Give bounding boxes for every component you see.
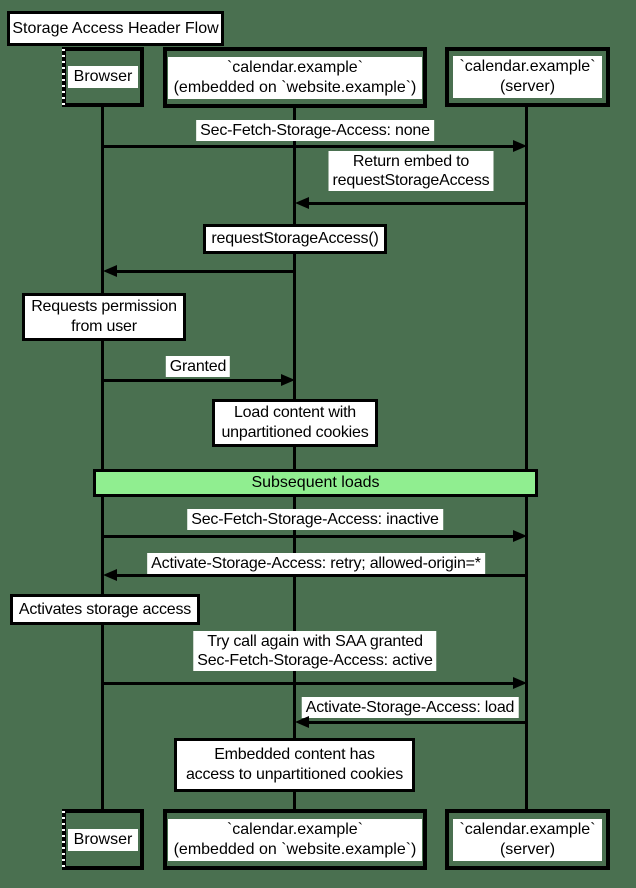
message-line-7 <box>103 682 513 685</box>
message-label-return-embed-line2: requestStorageAccess <box>332 172 490 189</box>
message-line-1 <box>103 145 513 148</box>
participant-embedded-bottom-line1: `calendar.example` <box>226 820 364 838</box>
message-label-return-embed-line1: Return embed to <box>352 153 470 170</box>
note-activates-storage-access-text: Activates storage access <box>18 600 192 618</box>
participant-server-bottom-line2: (server) <box>499 840 556 858</box>
participant-browser-bottom-label: Browser <box>67 828 139 851</box>
subsequent-loads-divider-label: Subsequent loads <box>251 474 380 491</box>
message-line-2 <box>309 202 527 205</box>
arrowhead-left-icon <box>295 197 309 209</box>
participant-embedded-bottom-label: `calendar.example` (embedded on `website… <box>167 818 423 861</box>
diagram-title: Storage Access Header Flow <box>7 11 224 46</box>
participant-server-top-label: `calendar.example` (server) <box>453 56 602 98</box>
note-requests-permission-line1: Requests permission <box>31 298 177 315</box>
participant-server-top-line1: `calendar.example` <box>459 58 596 75</box>
participant-server-bottom-line1: `calendar.example` <box>459 820 596 838</box>
participant-embedded-top-label: `calendar.example` (embedded on `website… <box>167 56 423 99</box>
message-label-try-call-again: Try call again with SAA granted Sec-Fetc… <box>193 631 437 671</box>
lifeline-server <box>525 107 528 810</box>
note-embedded-content-access: Embedded content has access to unpartiti… <box>174 738 415 792</box>
arrowhead-left-icon <box>103 265 117 277</box>
note-requests-permission-line2: from user <box>71 318 137 335</box>
message-label-activate-retry: Activate-Storage-Access: retry; allowed-… <box>147 553 485 574</box>
lifeline-browser <box>101 107 104 810</box>
participant-browser-top: Browser <box>62 47 144 107</box>
participant-embedded-top-line1: `calendar.example` <box>226 58 364 76</box>
message-label-granted: Granted <box>165 356 231 377</box>
message-line-6 <box>117 574 527 577</box>
message-line-3 <box>117 270 295 273</box>
note-activates-storage-access: Activates storage access <box>10 594 200 625</box>
note-embedded-content-access-line2: access to unpartitioned cookies <box>185 766 404 783</box>
lifeline-embedded <box>293 107 296 810</box>
message-line-4 <box>103 379 281 382</box>
arrowhead-left-icon <box>295 716 309 728</box>
note-request-storage-access: requestStorageAccess() <box>203 224 387 254</box>
participant-server-top-line2: (server) <box>499 78 556 95</box>
participant-embedded-bottom-line2: (embedded on `website.example`) <box>173 840 417 858</box>
note-load-content-line1: Load content with <box>233 404 357 421</box>
participant-embedded-top: `calendar.example` (embedded on `website… <box>163 47 427 108</box>
participant-embedded-top-line2: (embedded on `website.example`) <box>173 78 417 96</box>
arrowhead-left-icon <box>103 569 117 581</box>
note-embedded-content-access-line1: Embedded content has <box>214 746 375 763</box>
arrowhead-right-icon <box>513 530 527 542</box>
participant-server-top: `calendar.example` (server) <box>445 47 610 107</box>
participant-embedded-bottom: `calendar.example` (embedded on `website… <box>163 809 427 870</box>
message-label-sec-fetch-none: Sec-Fetch-Storage-Access: none <box>196 120 434 141</box>
note-request-storage-access-text: requestStorageAccess() <box>211 230 379 247</box>
diagram-title-text: Storage Access Header Flow <box>12 19 219 37</box>
message-label-try-call-again-line2: Sec-Fetch-Storage-Access: active <box>197 652 433 669</box>
message-line-5 <box>103 535 513 538</box>
participant-server-bottom: `calendar.example` (server) <box>445 809 610 870</box>
subsequent-loads-divider: Subsequent loads <box>93 469 538 497</box>
participant-server-bottom-label: `calendar.example` (server) <box>453 818 602 861</box>
note-load-content: Load content with unpartitioned cookies <box>212 399 378 447</box>
note-requests-permission: Requests permission from user <box>22 293 186 341</box>
arrowhead-right-icon <box>281 374 295 386</box>
participant-browser-bottom: Browser <box>62 809 144 870</box>
message-label-try-call-again-line1: Try call again with SAA granted <box>207 633 423 650</box>
arrowhead-right-icon <box>513 140 527 152</box>
arrowhead-right-icon <box>513 677 527 689</box>
note-load-content-line2: unpartitioned cookies <box>221 424 369 441</box>
message-label-activate-load: Activate-Storage-Access: load <box>301 697 519 718</box>
message-label-sec-fetch-inactive: Sec-Fetch-Storage-Access: inactive <box>187 509 443 530</box>
message-line-8 <box>309 721 527 724</box>
participant-browser-top-label: Browser <box>67 66 139 88</box>
message-label-return-embed: Return embed to requestStorageAccess <box>328 151 494 191</box>
